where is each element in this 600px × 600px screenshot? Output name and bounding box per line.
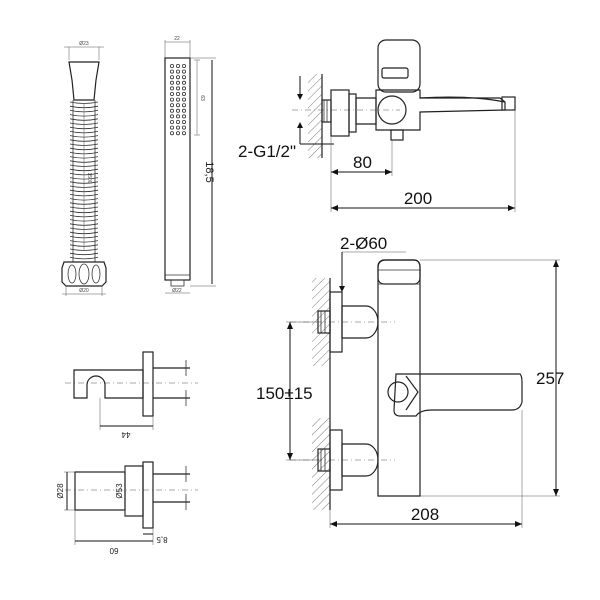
holder-thickness-label: 8,5 — [156, 535, 168, 544]
hand-shower-bottom-label: Ø22 — [172, 288, 182, 294]
mixer-front-body — [377, 259, 421, 497]
hose-top-cone — [68, 61, 100, 101]
flange-label: 2-Ø60 — [340, 234, 387, 253]
height-label: 257 — [536, 369, 564, 388]
total-length-label: 200 — [404, 189, 432, 208]
mixer-front-spout — [393, 373, 523, 417]
holder-side-view: 44 — [65, 351, 198, 439]
spout-offset-label: 80 — [353, 153, 372, 172]
thread-label: 2-G1/2" — [238, 142, 296, 161]
width-label: 208 — [411, 505, 439, 524]
holder-front-view: Ø28 Ø53 60 8,5 — [56, 461, 198, 555]
holder-inner-dia-label: Ø28 — [56, 483, 65, 499]
hose-length-label: 1500 — [86, 172, 92, 183]
hand-shower-length-label: 18,5 — [203, 161, 215, 182]
spray-nozzles — [169, 64, 186, 136]
mixer-top-view: 2-G1/2" 80 200 — [238, 39, 516, 212]
holder-width-label: 44 — [121, 430, 130, 439]
hose-bottom-nut — [61, 261, 107, 287]
mixer-front-cap — [377, 259, 421, 285]
hand-shower-body — [164, 57, 191, 281]
mixer-front-view: 2-Ø60 150±15 257 208 — [256, 234, 564, 528]
hose-bottom-label: Ø20 — [79, 288, 89, 294]
wall-hatch-top — [308, 74, 322, 158]
holder-hook — [73, 369, 144, 399]
holder-depth-label: 60 — [109, 546, 118, 555]
shower-hose-view: Ø23 1500 Ø20 — [61, 41, 107, 296]
mixer-top-handle — [377, 39, 421, 93]
centres-label: 150±15 — [256, 384, 313, 403]
holder-outer-dia-label: Ø53 — [115, 483, 124, 499]
hand-shower-top-label: 22 — [174, 36, 180, 42]
hand-shower-view: 22 63 18,5 Ø22 — [164, 36, 216, 294]
hand-shower-upper-label: 63 — [199, 95, 205, 101]
hose-top-label: Ø23 — [79, 41, 89, 47]
